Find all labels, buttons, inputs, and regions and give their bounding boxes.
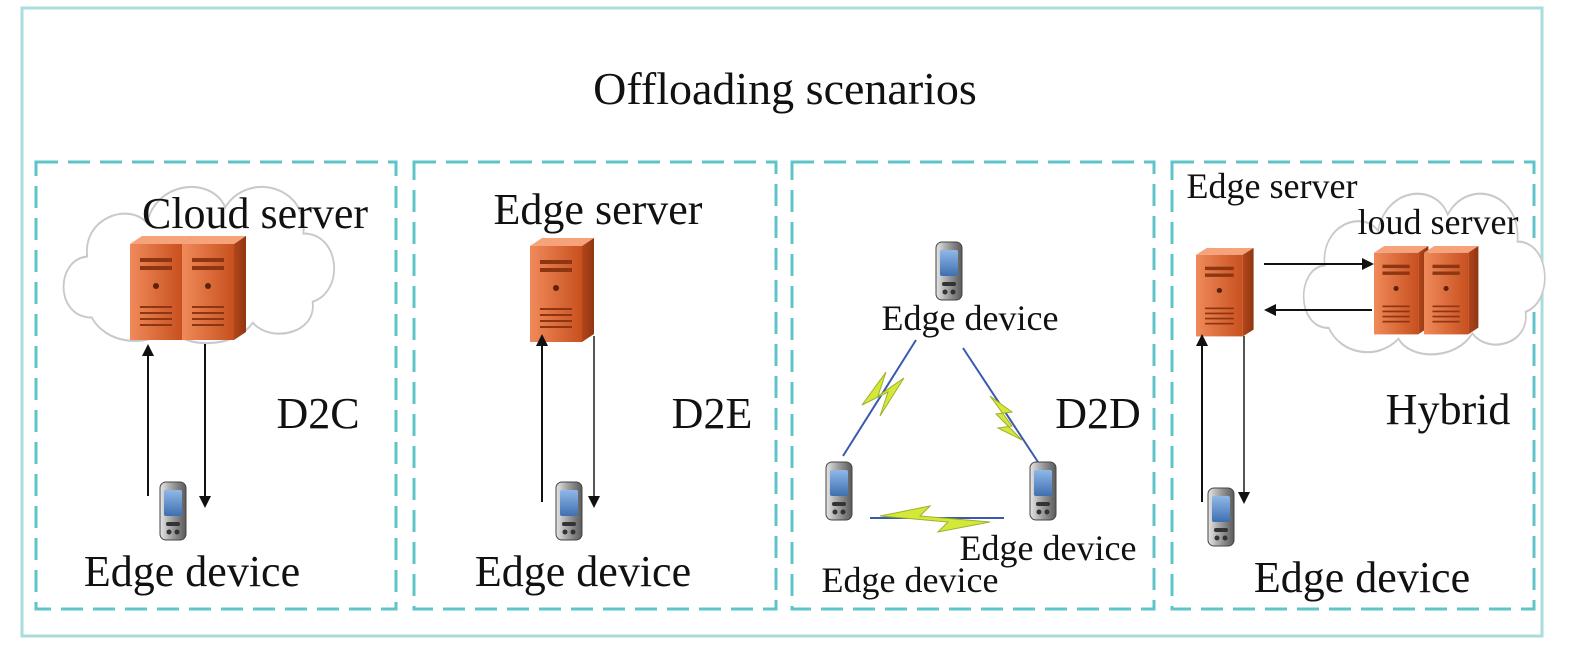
d2c-mode-label: D2C (276, 389, 359, 438)
hybrid-cloud-server-label: loud server (1358, 202, 1519, 242)
panel-d2e-border (412, 160, 778, 611)
mobile-device-icon (935, 241, 963, 301)
mobile-device-icon (159, 481, 187, 541)
hybrid-edge-server-label: Edge server (1187, 166, 1358, 206)
d2e-mode-label: D2E (672, 389, 753, 438)
d2c-device-label: Edge device (84, 547, 300, 596)
panel-d2c-border (34, 160, 398, 611)
hybrid-device-label: Edge device (1254, 553, 1470, 602)
d2d-device-top-label: Edge device (882, 298, 1059, 338)
d2e-server-label: Edge server (494, 185, 703, 234)
d2d-device-right-label: Edge device (960, 528, 1137, 568)
diagram-title: Offloading scenarios (593, 63, 977, 114)
server-icon (530, 238, 594, 342)
d2d-device-left-label: Edge device (822, 560, 999, 600)
panel-d2d: Edge device Edge device Edge device D2D (822, 241, 1141, 600)
d2e-device-label: Edge device (475, 547, 691, 596)
panel-hybrid: Edge server loud server Edge device Hybr… (1187, 166, 1546, 602)
d2d-mode-label: D2D (1055, 389, 1141, 438)
hybrid-mode-label: Hybrid (1386, 385, 1511, 434)
panel-d2c: Cloud server Edge device D2C (62, 185, 368, 596)
server-icon (182, 236, 246, 340)
mobile-device-icon (1029, 461, 1057, 521)
panel-d2e: Edge server Edge device D2E (475, 185, 752, 596)
lightning-link-icon (962, 347, 1039, 463)
outer-frame (20, 6, 1544, 638)
panel-hybrid-border (1170, 160, 1536, 611)
mobile-device-icon (1207, 487, 1235, 547)
server-icon (1424, 246, 1479, 335)
mobile-device-icon (555, 481, 583, 541)
lightning-link-icon (842, 339, 917, 457)
d2c-server-label: Cloud server (142, 189, 368, 238)
panel-d2d-border (790, 160, 1156, 611)
lightning-link-icon (870, 505, 1004, 533)
server-icon (1196, 248, 1254, 337)
mobile-device-icon (825, 461, 853, 521)
server-icon (1374, 246, 1429, 335)
